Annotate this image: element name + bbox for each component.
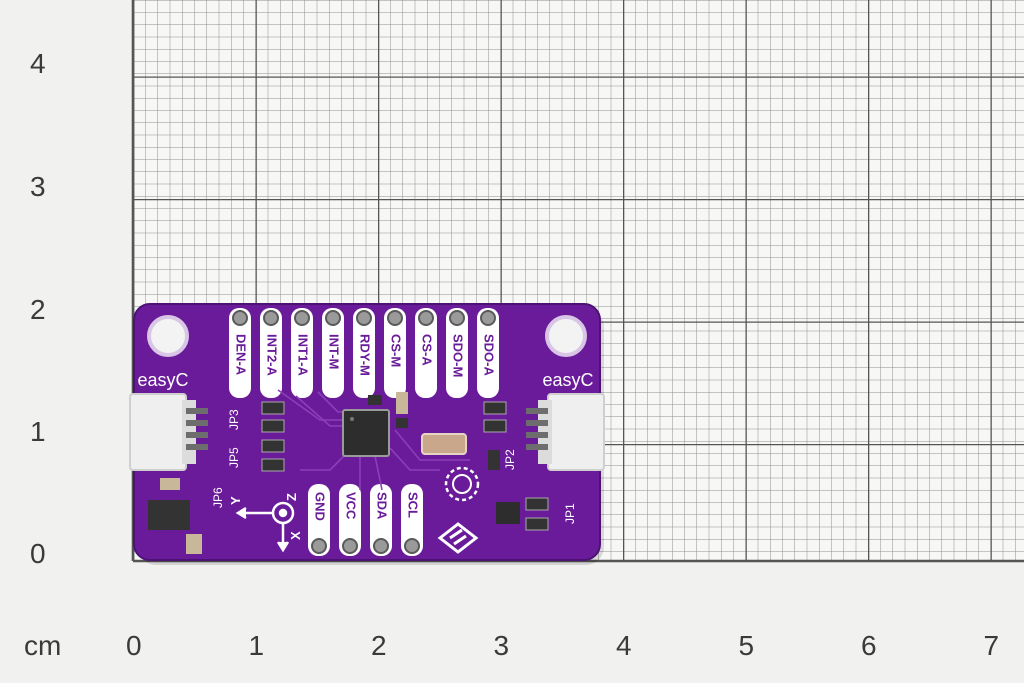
axis-indicator xyxy=(235,501,295,553)
top-pin: RDY-M xyxy=(353,308,375,398)
top-pin: CS-A xyxy=(415,308,437,398)
ruler-y-label: 2 xyxy=(30,294,46,325)
top-pin: INT2-A xyxy=(260,308,282,398)
jumper-label: JP1 xyxy=(563,503,577,524)
bottom-pin-label: SDA xyxy=(375,492,390,520)
pcb-traces xyxy=(277,389,470,491)
sensor-chip xyxy=(342,409,390,457)
soldered-logo xyxy=(437,522,479,554)
bottom-pin-label: SCL xyxy=(406,492,421,518)
ruler-x-label: 5 xyxy=(738,630,755,661)
jumper-label: JP6 xyxy=(211,487,225,508)
bottom-pin: SCL xyxy=(401,484,423,556)
pcb-board: easyC easyC DEN-A INT2-A INT1-A INT-M RDY-M C… xyxy=(129,303,605,561)
ruler-y-label: 1 xyxy=(30,416,46,447)
bottom-pin-label: GND xyxy=(313,492,328,521)
ruler-x-label: 0 xyxy=(126,630,142,661)
bottom-pin-label: VCC xyxy=(344,492,359,520)
easyc-connector-right xyxy=(526,393,605,471)
axis-x-label: X xyxy=(288,531,303,540)
top-pin: INT-M xyxy=(322,308,344,398)
jumper-label: JP5 xyxy=(227,447,241,468)
axis-y-label: Y xyxy=(228,496,243,505)
ruler-y-label: 3 xyxy=(30,171,46,202)
top-header-pins: DEN-A INT2-A INT1-A INT-M RDY-M CS-M CS-A SDO-M… xyxy=(229,308,499,398)
top-pin-label: INT2-A xyxy=(265,334,280,377)
axis-z-label: Z xyxy=(284,493,299,501)
ruler-x-label: 2 xyxy=(371,630,387,661)
ruler-y-label: 4 xyxy=(30,48,46,79)
ruler-unit-label: cm xyxy=(24,630,62,661)
top-pin: SDO-M xyxy=(446,308,468,398)
top-pin: INT1-A xyxy=(291,308,313,398)
st-logo xyxy=(444,466,480,502)
top-pin: SDO-A xyxy=(477,308,499,398)
capacitor xyxy=(421,433,467,455)
ruler-y-label: 0 xyxy=(30,538,46,569)
easyc-label-right: easyC xyxy=(542,370,593,390)
bottom-header-pins: GND VCC SDA SCL xyxy=(308,484,423,556)
jumper-label: JP2 xyxy=(503,449,517,470)
smd-components-left xyxy=(148,392,408,554)
top-pin-label: RDY-M xyxy=(358,334,373,376)
easyc-connector-left xyxy=(129,393,208,471)
top-pin: CS-M xyxy=(384,308,406,398)
ruler-x-label: 7 xyxy=(983,630,1000,661)
ruler-x-label: 4 xyxy=(616,630,632,661)
ruler-x-label: 6 xyxy=(861,630,877,661)
top-pin-label: CS-M xyxy=(389,334,404,367)
bottom-pin: VCC xyxy=(339,484,361,556)
grid-paper xyxy=(131,0,1024,563)
mounting-hole xyxy=(147,315,189,357)
easyc-label-left: easyC xyxy=(137,370,188,390)
smd-components-right xyxy=(483,401,549,531)
top-pin-label: INT1-A xyxy=(296,334,311,377)
top-pin-label: SDO-A xyxy=(482,334,497,377)
top-pin: DEN-A xyxy=(229,308,251,398)
top-pin-label: SDO-M xyxy=(451,334,466,377)
top-pin-label: DEN-A xyxy=(234,334,249,376)
bottom-pin: SDA xyxy=(370,484,392,556)
bottom-pin: GND xyxy=(308,484,330,556)
top-pin-label: CS-A xyxy=(420,334,435,366)
top-pin-label: INT-M xyxy=(327,334,342,369)
jumper-label: JP3 xyxy=(227,409,241,430)
mounting-hole xyxy=(545,315,587,357)
ruler-x-label: 1 xyxy=(248,630,265,661)
ruler-x-label: 3 xyxy=(493,630,510,661)
